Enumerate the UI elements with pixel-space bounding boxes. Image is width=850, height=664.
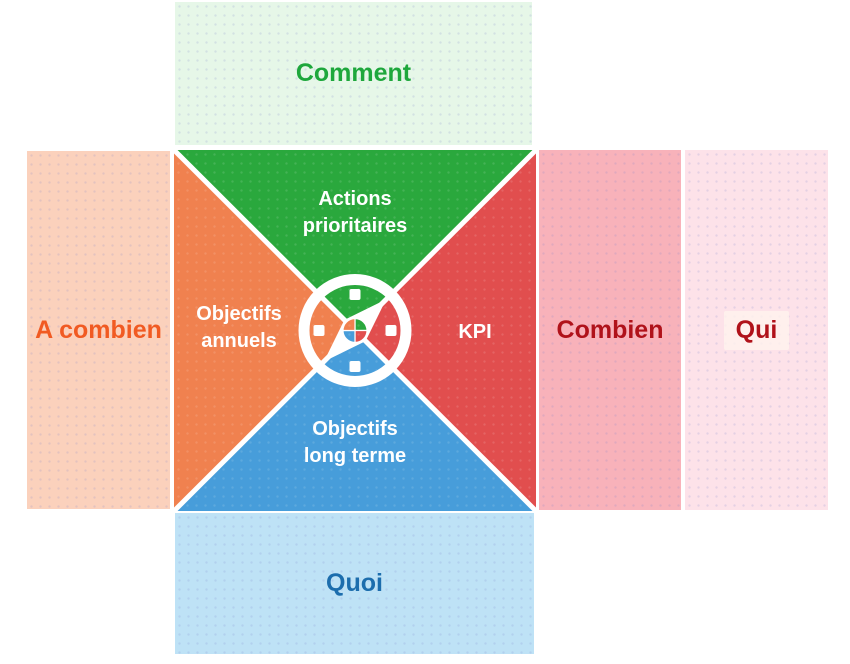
compass-hub <box>342 317 368 344</box>
quadrant-right-kpi <box>355 150 536 511</box>
compass-quadrant-square: Actions prioritaires Objectifs annuels K… <box>174 150 536 511</box>
compass-south-marker <box>349 361 361 372</box>
band-quoi-label: Quoi <box>326 569 383 597</box>
quadrant-left-objectifs-annuels <box>174 150 355 511</box>
compass-east-marker <box>385 325 397 336</box>
hub-nw-quadrant <box>342 317 356 332</box>
compass-north-marker <box>349 289 361 300</box>
band-qui-label: Qui <box>723 310 790 350</box>
band-combien: Combien <box>539 150 681 510</box>
compass-west-marker <box>313 325 325 336</box>
quadrant-bottom-objectifs-long-terme <box>174 330 536 511</box>
band-comment: Comment <box>175 2 532 145</box>
band-a-combien: A combien <box>27 151 170 509</box>
band-combien-label: Combien <box>556 315 664 344</box>
compass-ring <box>298 274 412 387</box>
quadrant-top-actions-prioritaires <box>174 150 536 331</box>
band-quoi: Quoi <box>175 513 534 654</box>
band-qui: Qui <box>685 150 828 510</box>
compass-graphic <box>174 150 536 511</box>
band-comment-label: Comment <box>295 59 412 87</box>
band-a-combien-label: A combien <box>35 315 162 344</box>
